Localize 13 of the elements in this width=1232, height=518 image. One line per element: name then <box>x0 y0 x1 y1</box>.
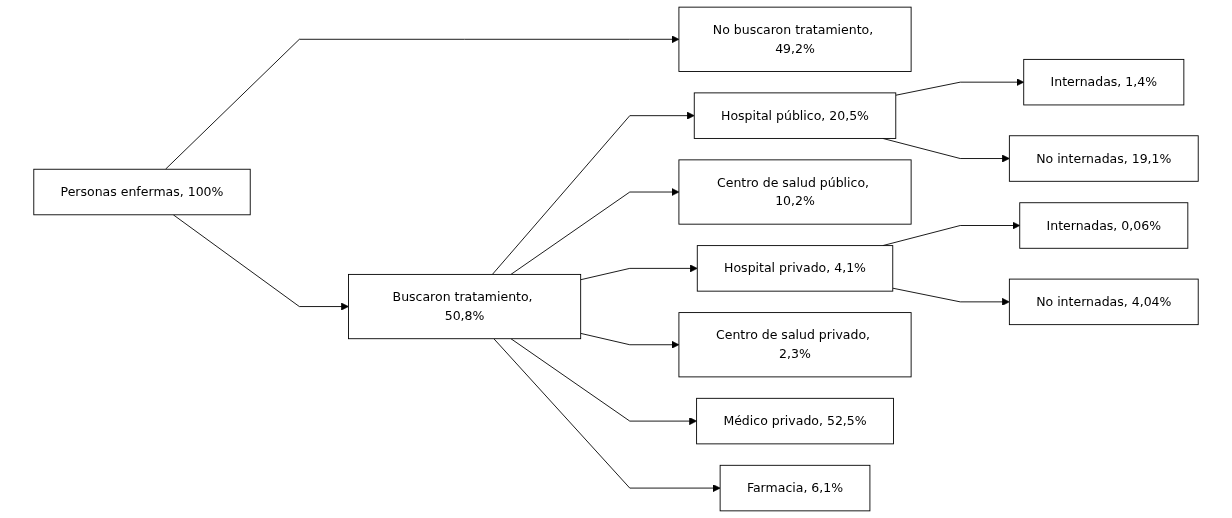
node-box: Centro de salud privado, 2,3% <box>678 312 912 378</box>
node-box: Buscaron tratamiento, 50,8% <box>348 273 582 340</box>
node-box: Farmacia, 6,1% <box>719 464 871 512</box>
node-box: Médico privado, 52,5% <box>696 397 894 445</box>
node-box: No internadas, 19,1% <box>1008 135 1199 182</box>
node-box: Hospital privado, 4,1% <box>696 245 894 292</box>
node-box: Internadas, 1,4% <box>1023 58 1185 106</box>
node-box: No buscaron tratamiento, 49,2% <box>678 6 912 72</box>
node-box: Personas enfermas, 100% <box>33 168 251 216</box>
node-box: Internadas, 0,06% <box>1019 202 1189 249</box>
node-box: Centro de salud público, 10,2% <box>678 159 912 225</box>
node-box: No internadas, 4,04% <box>1008 278 1199 326</box>
node-box: Hospital público, 20,5% <box>693 92 897 139</box>
